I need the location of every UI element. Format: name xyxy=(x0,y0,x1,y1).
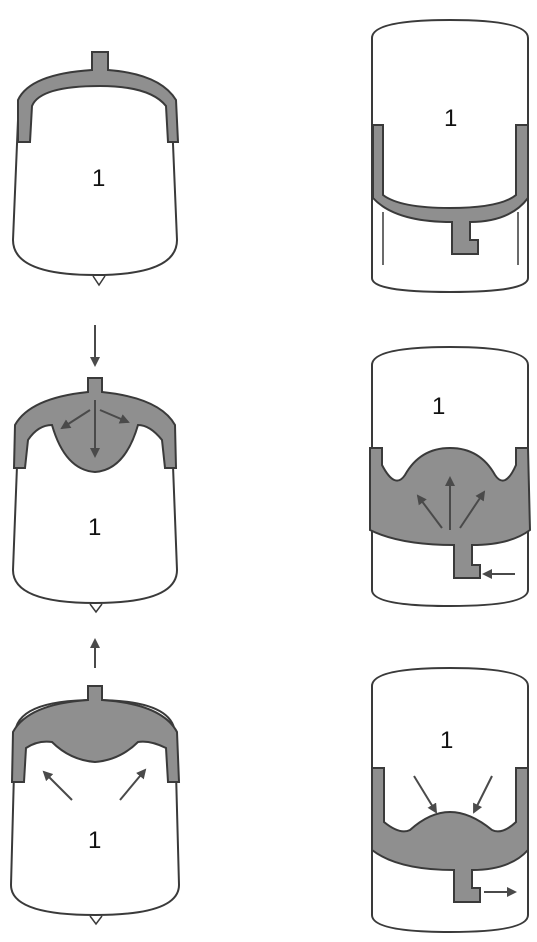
label-right-middle: 1 xyxy=(432,393,445,420)
vessel-right-bottom-membrane xyxy=(371,767,529,903)
vessel-left-top-drain xyxy=(92,275,106,287)
label-left-middle: 1 xyxy=(88,514,101,541)
vessel-left-middle-drain xyxy=(89,603,103,614)
vessel-right-top: 1 xyxy=(371,18,529,294)
vessel-left-bottom: 1 xyxy=(9,685,181,926)
label-right-bottom: 1 xyxy=(440,727,453,754)
vessel-left-bottom-body xyxy=(9,698,181,917)
vessel-left-top: 1 xyxy=(11,51,180,287)
vessel-right-bottom: 1 xyxy=(371,666,529,934)
label-left-bottom: 1 xyxy=(88,827,101,854)
vessel-left-middle: 1 xyxy=(11,377,179,614)
vessel-left-top-membrane xyxy=(17,51,180,143)
vessel-right-top-membrane xyxy=(372,124,529,255)
label-left-top: 1 xyxy=(92,165,105,192)
vessel-left-bottom-drain xyxy=(89,915,103,926)
vessel-right-middle: 1 xyxy=(369,345,532,608)
label-right-top: 1 xyxy=(444,105,457,132)
vessel-right-top-base-line xyxy=(382,212,519,265)
vessel-left-bottom-membrane xyxy=(10,685,181,783)
vessel-right-top-body xyxy=(371,18,529,294)
